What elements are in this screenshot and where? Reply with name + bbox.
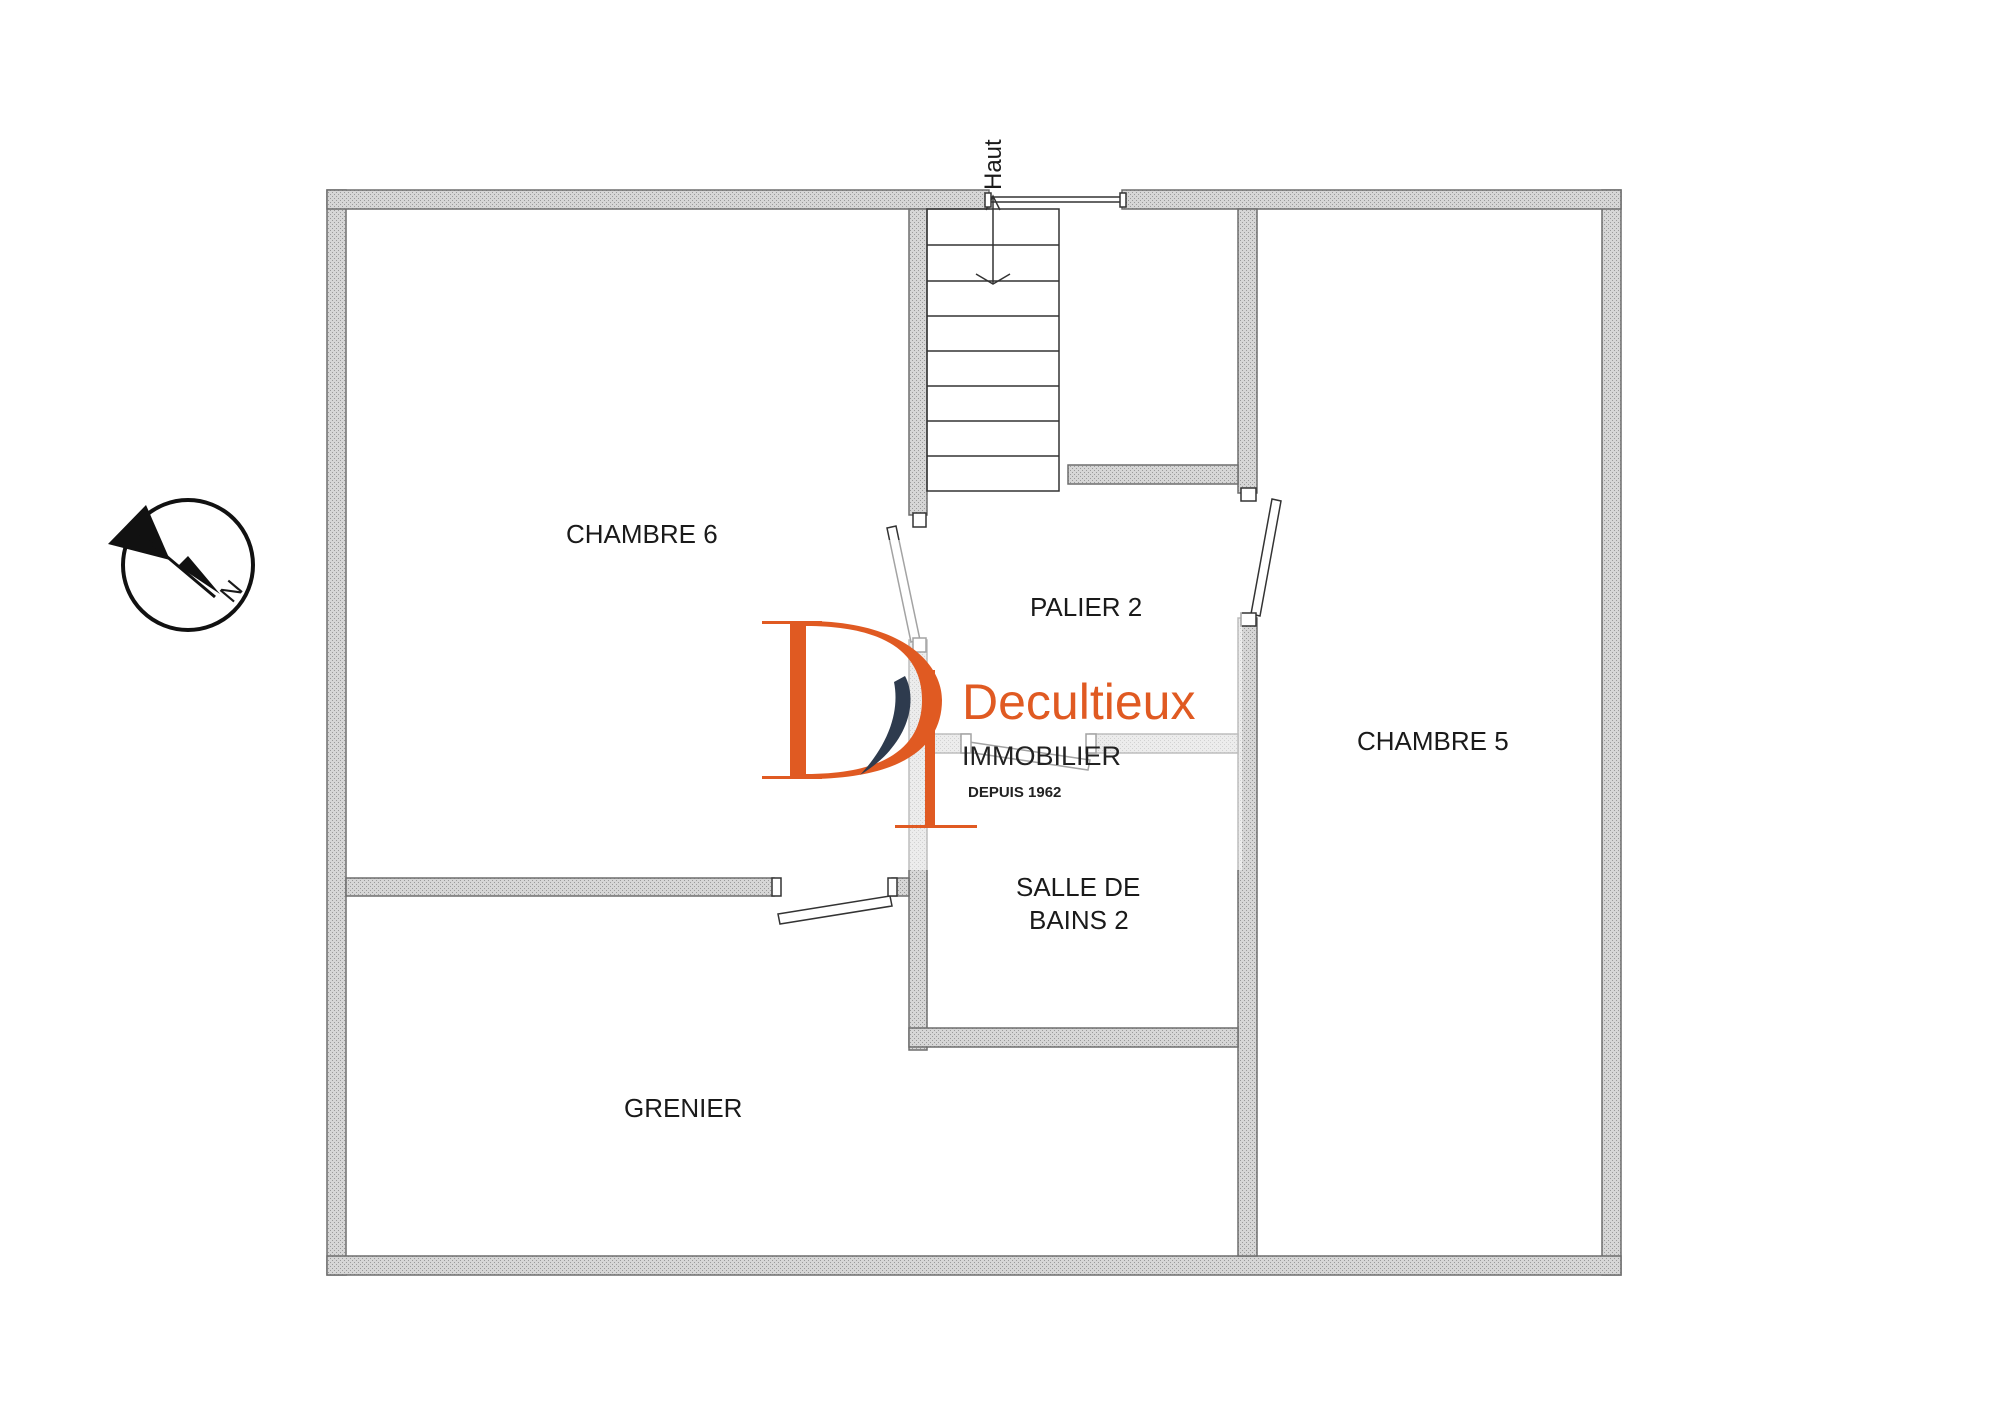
door-chambre5 xyxy=(1250,498,1282,617)
logo-crescent xyxy=(860,676,911,775)
top-window xyxy=(984,192,1127,208)
door-jamb xyxy=(1240,612,1257,627)
outer-wall-left xyxy=(326,189,347,1276)
compass-needle-line xyxy=(139,532,216,599)
watermark-logo: Decultieux IMMOBILIER DEPUIS 1962 xyxy=(762,540,1242,870)
wall-grenier-top-left xyxy=(345,877,775,897)
watermark-backdrop xyxy=(762,540,1242,870)
logo-i-letter xyxy=(895,670,977,828)
staircase xyxy=(926,194,1060,492)
wall-stair-left xyxy=(908,208,928,516)
room-label-palier2: PALIER 2 xyxy=(1030,592,1142,622)
outer-wall-right xyxy=(1601,189,1622,1276)
door-jamb xyxy=(1240,487,1257,502)
outer-wall-top-right xyxy=(1121,189,1622,210)
door-grenier xyxy=(777,895,893,925)
room-label-salle-de-bains-line1: SALLE DE xyxy=(1016,872,1140,902)
wall-chambre5-west-top xyxy=(1237,208,1258,494)
watermark-line3: DEPUIS 1962 xyxy=(968,784,1061,801)
north-arrow-icon: N xyxy=(108,498,255,632)
compass-needle-tail xyxy=(178,556,220,594)
room-label-chambre6: CHAMBRE 6 xyxy=(566,519,718,549)
wall-landing-stub xyxy=(1067,464,1239,485)
stairs-direction-label: Haut xyxy=(980,139,1007,190)
door-jamb xyxy=(912,512,927,528)
compass-circle xyxy=(121,498,255,632)
watermark-brand: Decultieux xyxy=(962,674,1195,730)
room-label-chambre5: CHAMBRE 5 xyxy=(1357,726,1509,756)
watermark-line2: IMMOBILIER xyxy=(962,741,1121,771)
door-jamb xyxy=(771,877,782,897)
wall-bathroom-bottom xyxy=(908,1027,1239,1048)
logo-d-letter xyxy=(762,621,942,779)
room-label-grenier: GRENIER xyxy=(624,1093,742,1123)
stair-arrow-head xyxy=(975,273,1011,285)
outer-wall-bottom xyxy=(326,1255,1622,1276)
outer-wall-top-left xyxy=(326,189,990,210)
door-jamb xyxy=(887,877,898,897)
compass-letter: N xyxy=(214,574,249,608)
room-label-salle-de-bains-line2: BAINS 2 xyxy=(1029,905,1129,935)
